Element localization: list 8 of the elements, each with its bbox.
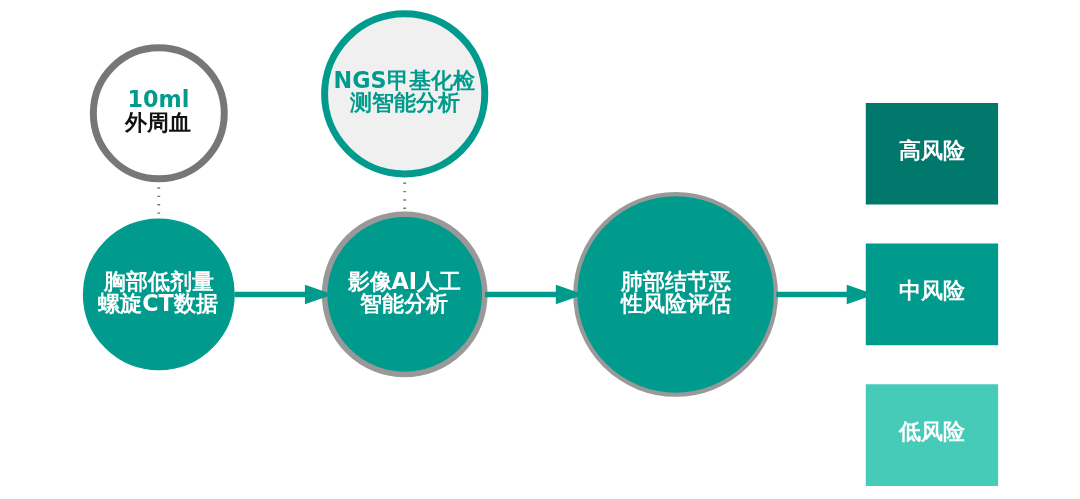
node-circle: 肺部结节恶性风险评估	[572, 192, 778, 397]
node-box: 中风险	[865, 243, 998, 346]
node-circle: NGS甲基化检测智能分析	[320, 10, 488, 178]
node-box: 低风险	[865, 384, 998, 486]
node-circle: 胸部低剂量螺旋CT数据	[82, 218, 235, 371]
node-box: 高风险	[865, 102, 998, 205]
node-circle: 10ml 外周血	[89, 44, 228, 183]
node-circle: 影像AI人工智能分析	[321, 211, 488, 378]
